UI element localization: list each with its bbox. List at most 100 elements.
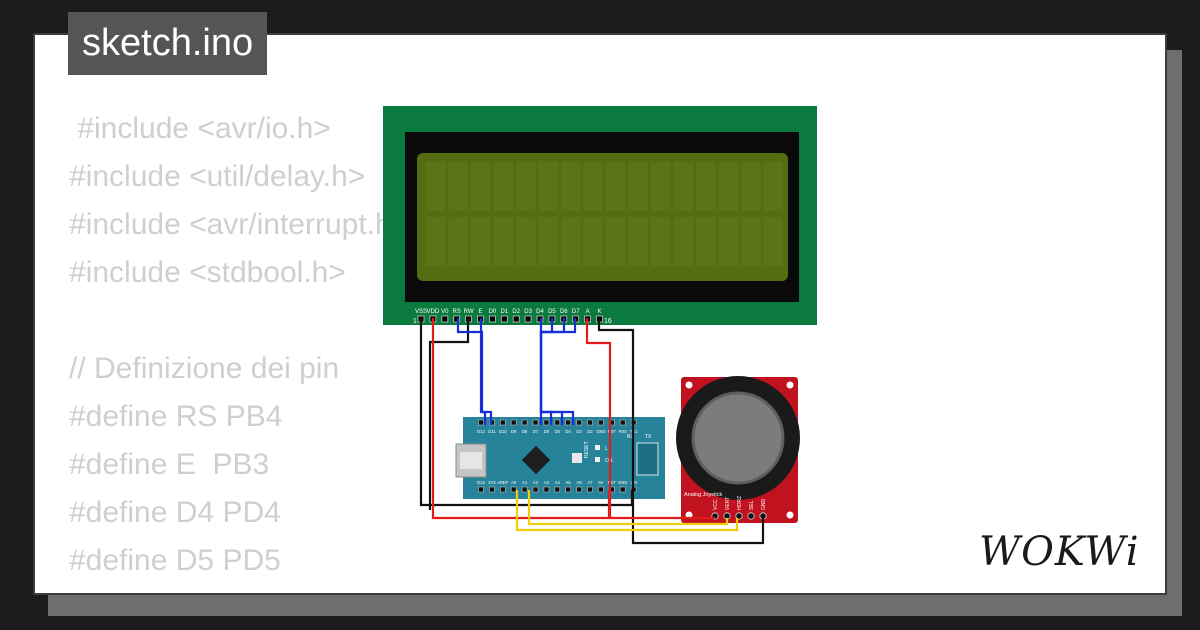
wire-blue bbox=[479, 318, 493, 425]
lcd-char-cell bbox=[471, 217, 491, 266]
nano-pin[interactable] bbox=[499, 419, 506, 426]
wire-yellow bbox=[515, 490, 739, 532]
lcd-char-cell bbox=[448, 162, 468, 211]
lcd-pin[interactable] bbox=[500, 315, 508, 323]
nano-pin-label: D8 bbox=[522, 429, 528, 434]
code-line: #define D5 PD5 bbox=[69, 544, 281, 577]
wire-blue bbox=[539, 318, 566, 425]
nano-pin[interactable] bbox=[543, 419, 550, 426]
lcd-char-cell bbox=[606, 162, 626, 211]
wokwi-logo: WOKWi bbox=[979, 529, 1140, 575]
nano-pin[interactable] bbox=[478, 419, 484, 426]
lcd-pin[interactable] bbox=[524, 315, 532, 323]
joystick-knob[interactable] bbox=[691, 391, 785, 485]
lcd-pin[interactable] bbox=[512, 315, 520, 323]
nano-pin[interactable] bbox=[510, 486, 517, 493]
nano-pin-label: D10 bbox=[499, 429, 507, 434]
wokwi-logo-text: WOKWi bbox=[979, 529, 1140, 575]
nano-pin[interactable] bbox=[554, 419, 561, 426]
nano-pin[interactable] bbox=[565, 419, 572, 426]
nano-chip bbox=[521, 445, 551, 475]
lcd-pin[interactable] bbox=[441, 315, 449, 323]
joystick-pin-label: VCC bbox=[713, 499, 719, 510]
code-line: #include <avr/io.h> bbox=[69, 112, 331, 145]
nano-pin[interactable] bbox=[543, 486, 550, 493]
nano-pin[interactable] bbox=[598, 419, 604, 426]
code-line: // Definizione dei pin bbox=[69, 352, 340, 385]
nano-pin[interactable] bbox=[576, 419, 582, 426]
lcd-char-cell bbox=[493, 162, 513, 211]
lcd-pin-label: D1 bbox=[500, 309, 508, 315]
lcd-char-cell bbox=[741, 162, 761, 211]
nano-pin-label: D3 bbox=[576, 429, 582, 434]
nano-pin[interactable] bbox=[532, 486, 539, 493]
lcd-char-cell bbox=[673, 217, 693, 266]
usb-port bbox=[460, 452, 482, 469]
joystick-pin[interactable] bbox=[747, 512, 755, 520]
wire-blue bbox=[539, 318, 577, 425]
lcd-char-cell bbox=[561, 162, 581, 211]
nano-pin[interactable] bbox=[478, 486, 484, 493]
nano-pin[interactable] bbox=[521, 486, 528, 493]
lcd-char-cell bbox=[426, 162, 446, 211]
joystick-pin[interactable] bbox=[735, 512, 743, 520]
lcd-char-cell bbox=[628, 217, 648, 266]
lcd-char-cell bbox=[718, 217, 738, 266]
joystick-hole bbox=[685, 511, 693, 519]
nano-pin[interactable] bbox=[565, 486, 572, 493]
nano-pin[interactable] bbox=[489, 486, 495, 493]
nano-pin[interactable] bbox=[576, 486, 582, 493]
lcd-pin-label: A bbox=[586, 309, 590, 315]
lcd-char-cell bbox=[741, 217, 761, 266]
nano-pin[interactable] bbox=[587, 419, 593, 426]
lcd-pin[interactable] bbox=[453, 315, 461, 323]
nano-pin[interactable] bbox=[554, 486, 561, 493]
lcd-char-cell bbox=[696, 217, 716, 266]
lcd-char-cell bbox=[763, 162, 783, 211]
nano-pin[interactable] bbox=[499, 486, 506, 493]
nano-pin-label: D13 bbox=[477, 480, 485, 485]
nano-pin[interactable] bbox=[587, 486, 593, 493]
nano-pin-label: A6 bbox=[577, 480, 583, 485]
lcd-pin-label: D0 bbox=[489, 309, 497, 315]
joystick-hole bbox=[685, 381, 693, 389]
lcd-pin-label: E bbox=[478, 309, 482, 315]
nano-pin-label: A7 bbox=[587, 480, 593, 485]
code-line: #include <stdbool.h> bbox=[69, 256, 346, 289]
joystick-pin-label: VERT bbox=[725, 497, 731, 510]
joystick-hole bbox=[786, 381, 794, 389]
nano-pin[interactable] bbox=[510, 419, 517, 426]
nano-pin[interactable] bbox=[598, 486, 604, 493]
code-line: #define RS PB4 bbox=[69, 400, 283, 433]
code-line: #include <util/delay.h> bbox=[69, 160, 366, 193]
reset-button[interactable] bbox=[572, 453, 582, 463]
joystick-pin-label: GND bbox=[761, 499, 767, 511]
code-line: #define D6 PD6 bbox=[69, 585, 429, 593]
lcd-pin-label: D5 bbox=[548, 309, 556, 315]
lcd-char-cell bbox=[628, 162, 648, 211]
nano-pin[interactable] bbox=[521, 419, 528, 426]
nano-pin-label: D11 bbox=[488, 429, 496, 434]
lcd-char-cell bbox=[493, 217, 513, 266]
nano-pin-label: A2 bbox=[533, 480, 539, 485]
lcd-pin[interactable] bbox=[488, 315, 496, 323]
nano-pin[interactable] bbox=[532, 419, 539, 426]
lcd-pin-label: RW bbox=[464, 309, 474, 315]
joystick-hole bbox=[786, 511, 794, 519]
nano-pin-label: A4 bbox=[555, 480, 561, 485]
nano-pin-label: GND bbox=[618, 480, 627, 485]
nano-pin[interactable] bbox=[619, 419, 626, 426]
nano-pin[interactable] bbox=[619, 486, 626, 493]
lcd-pin-label: D2 bbox=[512, 309, 520, 315]
tx-label: TX bbox=[645, 434, 652, 440]
lcd-pin-label: K bbox=[597, 309, 601, 315]
wire-yellow bbox=[527, 490, 729, 526]
nano-pin-label: RX0 bbox=[619, 429, 628, 434]
joystick-pin-label: SEL bbox=[749, 500, 755, 510]
code-preview: #include <avr/io.h> #include <util/delay.… bbox=[69, 105, 429, 593]
lcd-pin-label: V0 bbox=[441, 309, 449, 315]
